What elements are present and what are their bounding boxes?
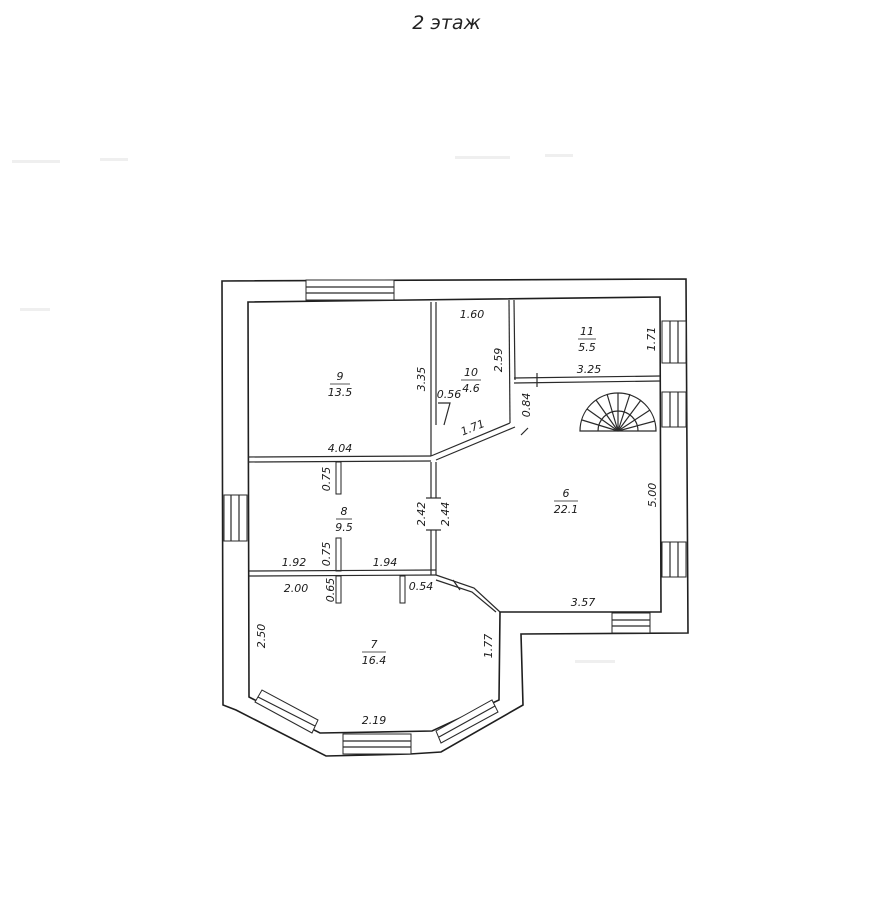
window-right-1 [661,320,687,364]
dim-2-42: 2.42 [415,502,428,527]
room-11-number: 11 [580,325,594,338]
dim-2-50: 2.50 [255,624,268,649]
room-8-area: 9.5 [335,521,353,534]
door-marks [426,373,538,591]
outer-wall-outline [221,278,689,757]
room-7-area: 16.4 [362,654,387,667]
room-10-area: 4.6 [462,382,480,395]
dim-1-92: 1.92 [282,556,307,569]
window-top [305,279,395,301]
dim-3-35: 3.35 [415,367,428,392]
dim-1-94: 1.94 [373,556,398,569]
room-8-number: 8 [341,505,348,518]
dim-2-19: 2.19 [362,714,387,727]
room-6-area: 22.1 [554,503,579,516]
dim-0-65: 0.65 [324,578,337,603]
dim-2-44: 2.44 [439,502,452,527]
dim-0-75-bottom: 0.75 [320,542,333,567]
room-labels: 9 13.5 10 4.6 11 5.5 6 22.1 8 9.5 7 16.4 [328,325,596,667]
spiral-staircase [579,392,657,432]
dim-1-71-top: 1.71 [645,327,658,352]
dim-3-57: 3.57 [571,596,596,609]
dim-1-60: 1.60 [460,308,485,321]
window-right-2 [661,391,687,428]
window-left [223,494,248,542]
dim-4-04: 4.04 [328,442,353,455]
window-bottom-right [611,612,651,634]
dim-2-00: 2.00 [284,582,309,595]
room-6-number: 6 [563,487,570,500]
room-11-area: 5.5 [578,341,596,354]
window-right-3 [661,541,687,578]
room-7-number: 7 [371,638,378,651]
room-10-number: 10 [464,366,478,379]
room-9-number: 9 [337,370,344,383]
dim-0-75-top: 0.75 [320,467,333,492]
dim-0-84: 0.84 [520,393,533,418]
windows [223,279,687,755]
interior-walls [247,299,661,613]
dim-2-59: 2.59 [492,348,505,373]
dimension-labels: 1.60 2.59 1.71 3.25 3.35 0.56 0.84 1.71 … [255,308,659,727]
dim-0-56: 0.56 [437,388,462,401]
page-title: 2 этаж [412,12,481,34]
scan-artifacts [12,154,615,663]
outer-walls [221,278,689,757]
room-9-area: 13.5 [328,386,353,399]
dim-5-00: 5.00 [646,483,659,508]
dim-3-25: 3.25 [577,363,602,376]
dim-0-54: 0.54 [409,580,434,593]
window-bottom [342,733,412,755]
dim-1-77: 1.77 [482,634,495,659]
